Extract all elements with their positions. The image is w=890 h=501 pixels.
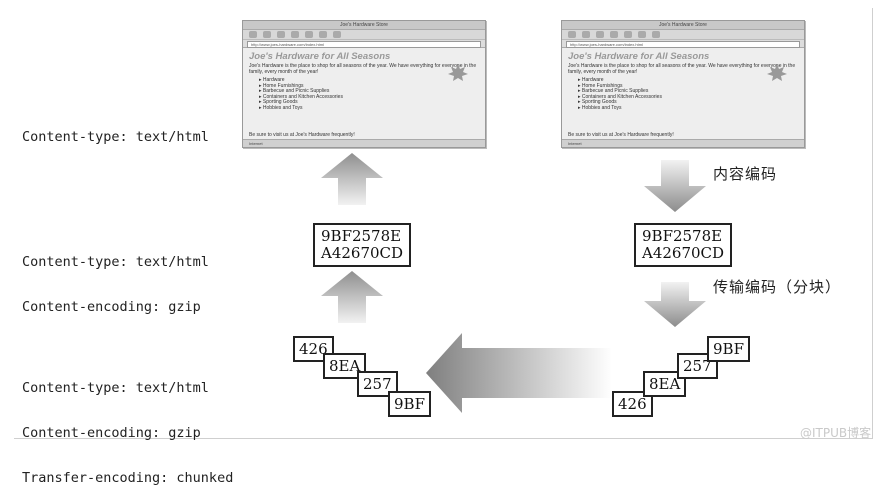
- chunk-right-1: 426: [612, 391, 653, 417]
- browser-heading: Joe's Hardware for All Seasons: [249, 51, 391, 62]
- row3-header-label: Content-type: text/html Content-encoding…: [22, 351, 233, 501]
- encoded-right-line2: A42670CD: [642, 244, 725, 262]
- row3-line2: Content-encoding: gzip: [22, 425, 201, 441]
- browser-title: Joe's Hardware Store: [562, 21, 804, 30]
- browser-list: Hardware Home Furnishings Barbecue and P…: [578, 77, 798, 112]
- browser-footer: Be sure to visit us at Joe's Hardware fr…: [568, 132, 674, 138]
- transfer-encoding-label: 传输编码（分块）: [713, 278, 842, 296]
- browser-right: Joe's Hardware Store http://www.joes-har…: [561, 20, 805, 148]
- list-item: Hobbies and Toys: [259, 105, 479, 112]
- maple-leaf-icon: [448, 64, 468, 81]
- encoded-box-right: 9BF2578E A42670CD: [634, 223, 733, 267]
- browser-intro: Joe's Hardware is the place to shop for …: [249, 63, 477, 75]
- encoded-left-line2: A42670CD: [321, 244, 404, 262]
- content-encoding-label: 内容编码: [713, 165, 778, 183]
- watermark: @ITPUB博客: [800, 426, 872, 440]
- list-item: Hardware: [578, 77, 798, 84]
- list-item: Hardware: [259, 77, 479, 84]
- browser-content: Joe's Hardware for All Seasons Joe's Har…: [562, 48, 804, 114]
- browser-toolbar: [562, 30, 804, 40]
- browser-list: Hardware Home Furnishings Barbecue and P…: [259, 77, 479, 112]
- row3-line3: Transfer-encoding: chunked: [22, 470, 234, 486]
- diagram-frame: [14, 8, 873, 439]
- list-item: Sporting Goods: [578, 99, 798, 106]
- browser-status: Internet: [243, 139, 485, 147]
- list-item: Containers and Kitchen Accessories: [578, 94, 798, 101]
- browser-intro: Joe's Hardware is the place to shop for …: [568, 63, 796, 75]
- list-item: Containers and Kitchen Accessories: [259, 94, 479, 101]
- browser-toolbar: [243, 30, 485, 40]
- browser-address-bar: http://www.joes-hardware.com/index.html: [243, 40, 485, 48]
- chunk-right-3: 257: [677, 353, 718, 379]
- list-item: Hobbies and Toys: [578, 105, 798, 112]
- maple-leaf-icon: [767, 64, 787, 81]
- browser-left: Joe's Hardware Store http://www.joes-har…: [242, 20, 486, 148]
- list-item: Home Furnishings: [578, 83, 798, 90]
- list-item: Barbecue and Picnic Supplies: [578, 88, 798, 95]
- browser-footer: Be sure to visit us at Joe's Hardware fr…: [249, 132, 355, 138]
- browser-heading: Joe's Hardware for All Seasons: [568, 51, 710, 62]
- row2-line2: Content-encoding: gzip: [22, 299, 201, 315]
- row2-line1: Content-type: text/html: [22, 254, 209, 270]
- browser-content: Joe's Hardware for All Seasons Joe's Har…: [243, 48, 485, 114]
- list-item: Sporting Goods: [259, 99, 479, 106]
- row1-line1: Content-type: text/html: [22, 129, 209, 145]
- chunk-left-4: 9BF: [388, 391, 431, 417]
- list-item: Barbecue and Picnic Supplies: [259, 88, 479, 95]
- browser-address-bar: http://www.joes-hardware.com/index.html: [562, 40, 804, 48]
- row2-header-label: Content-type: text/html Content-encoding…: [22, 225, 209, 330]
- chunk-left-1: 426: [293, 336, 334, 362]
- browser-status: Internet: [562, 139, 804, 147]
- chunk-right-4: 9BF: [707, 336, 750, 362]
- browser-title: Joe's Hardware Store: [243, 21, 485, 30]
- row1-header-label: Content-type: text/html: [22, 100, 209, 160]
- encoded-left-line1: 9BF2578E: [321, 227, 402, 245]
- row3-line1: Content-type: text/html: [22, 380, 209, 396]
- list-item: Home Furnishings: [259, 83, 479, 90]
- encoded-box-left: 9BF2578E A42670CD: [313, 223, 412, 267]
- encoded-right-line1: 9BF2578E: [642, 227, 723, 245]
